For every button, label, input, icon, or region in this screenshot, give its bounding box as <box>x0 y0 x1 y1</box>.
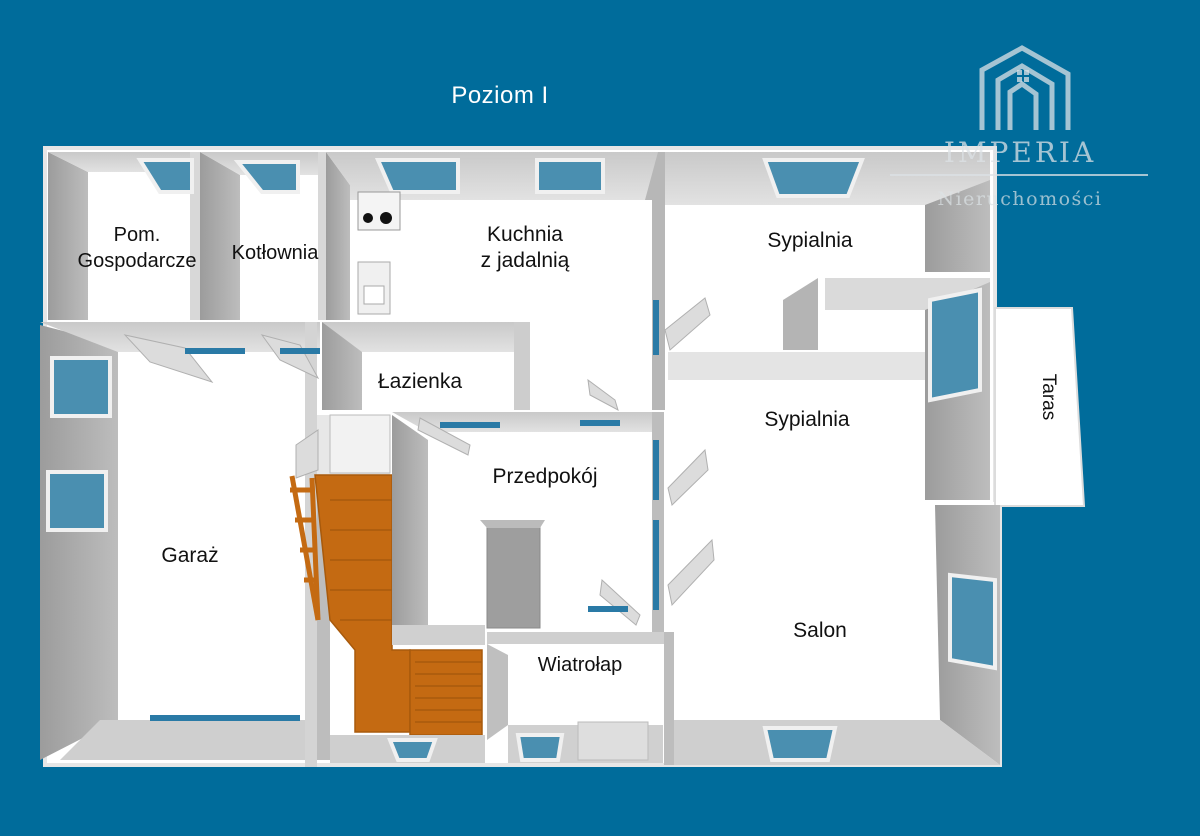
stairs-steps <box>330 499 482 723</box>
wall-shade <box>392 415 428 645</box>
wall-shade <box>322 322 514 352</box>
stair-rail <box>289 475 321 621</box>
room-label-garaz: Garaż <box>161 544 219 567</box>
wall-shade <box>514 322 530 410</box>
doors <box>123 297 715 626</box>
logo-subtitle: Nieruchomości <box>937 188 1103 210</box>
room-label-line: Gospodarcze <box>77 250 197 272</box>
room-label-lazienka: Łazienka <box>377 370 463 393</box>
wall-shade <box>668 352 930 380</box>
doormat <box>577 721 649 761</box>
room-label-wiatrolap: Wiatrołap <box>537 654 623 676</box>
room-label-taras: Taras <box>1038 373 1059 421</box>
wall-shade <box>925 180 990 272</box>
logo-name: IMPERIA <box>943 136 1097 169</box>
wall-shade <box>664 632 674 765</box>
room-label-salon: Salon <box>793 619 847 642</box>
wall-shade <box>326 152 350 320</box>
wall-shade <box>487 644 508 740</box>
wall-shade <box>48 152 88 320</box>
wall-shade <box>40 322 320 352</box>
imperia-logo: IMPERIA Nieruchomości <box>890 40 1150 230</box>
room-label-sypialnia-1: Sypialnia <box>767 229 853 252</box>
logo-divider <box>890 174 1148 176</box>
wall-shade <box>645 152 665 410</box>
wall-shade <box>392 625 485 645</box>
level-title: Poziom I <box>451 82 549 109</box>
wall-shade <box>487 632 665 644</box>
room-label-sypialnia-2: Sypialnia <box>764 408 850 431</box>
wall-shade <box>672 720 1000 765</box>
window-sills <box>150 300 659 721</box>
wall-shade <box>318 152 326 320</box>
wall-shade <box>60 720 305 760</box>
room-label-kuchnia: Kuchnia z jadalnią <box>455 222 595 274</box>
room-label-line: Kuchnia <box>487 223 563 246</box>
fridge <box>329 414 391 474</box>
room-label-line: Pom. <box>113 224 161 246</box>
terrace-area <box>994 307 1086 507</box>
cabinet <box>486 524 541 629</box>
wall-shade <box>783 278 818 350</box>
room-label-line: z jadalnią <box>480 249 570 272</box>
wall-shade <box>40 325 118 760</box>
windows <box>46 158 997 762</box>
room-label-przedpokoj: Przedpokój <box>492 465 598 488</box>
cabinet-top <box>480 520 545 528</box>
house-logo-icon <box>979 45 1071 130</box>
wall-shade <box>200 152 240 320</box>
room-label-kotlownia: Kotłownia <box>231 242 319 264</box>
room-label-pom-gospodarcze: Pom. Gospodarcze <box>72 222 202 274</box>
stove <box>357 191 401 231</box>
